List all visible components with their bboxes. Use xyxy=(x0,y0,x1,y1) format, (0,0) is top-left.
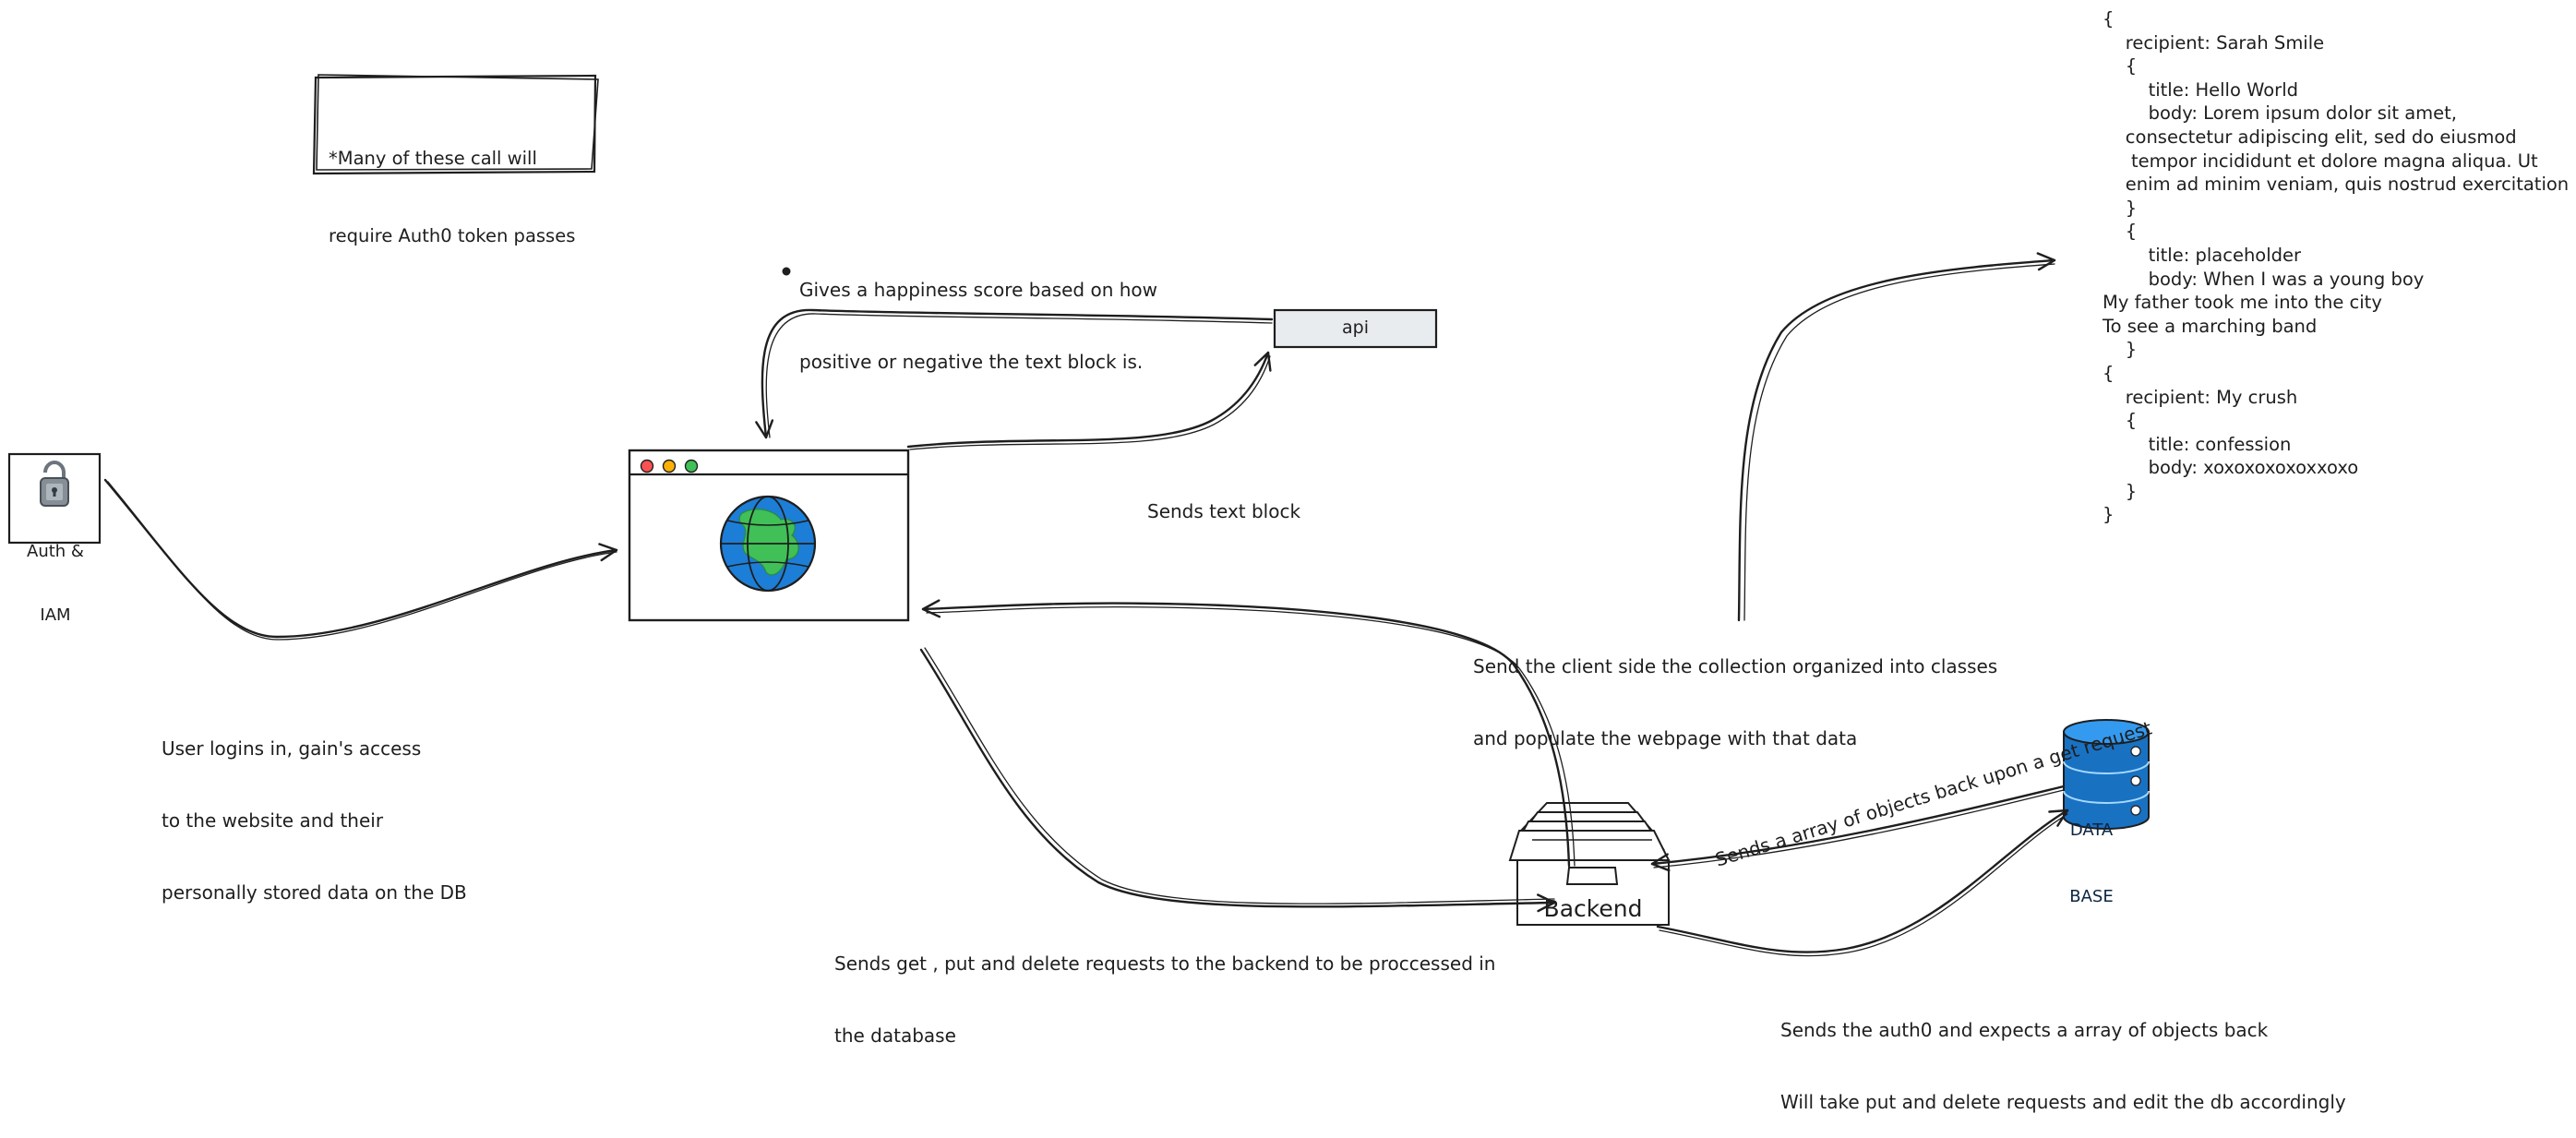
minimize-dot-icon xyxy=(662,459,677,473)
database-icon xyxy=(2063,719,2150,830)
code-line: { xyxy=(2103,8,2115,30)
bullet-dot-icon xyxy=(782,267,791,276)
code-line: body: Lorem ipsum dolor sit amet, xyxy=(2103,102,2457,125)
auth-label-line-2: IAM xyxy=(40,605,71,625)
arrow-browser-to-backend xyxy=(919,648,1556,913)
note-text: *Many of these call will require Auth0 t… xyxy=(329,94,575,275)
annotation-auth0-expects-line-2: Will take put and delete requests and ed… xyxy=(1780,1091,2346,1113)
arrow-browser-to-api xyxy=(906,351,1272,449)
code-line: } xyxy=(2103,197,2138,219)
code-line: { xyxy=(2103,221,2138,243)
db-label-line-1: DATA xyxy=(2069,821,2114,840)
code-line: } xyxy=(2103,339,2138,361)
annotation-happiness: Gives a happiness score based on how pos… xyxy=(799,230,1157,398)
maximize-dot-icon xyxy=(684,459,699,473)
lock-icon xyxy=(40,461,69,507)
code-line: body: When I was a young boy xyxy=(2103,268,2425,290)
code-line: title: confession xyxy=(2103,433,2292,455)
annotation-send-client: Send the client side the collection orga… xyxy=(1473,606,1997,774)
diagram-canvas xyxy=(7,74,2150,957)
code-line: title: placeholder xyxy=(2103,244,2302,266)
auth-label-line-1: Auth & xyxy=(27,542,84,561)
arrow-backend-to-browser xyxy=(921,599,1571,868)
browser-node[interactable] xyxy=(628,449,910,622)
code-line: consectetur adipiscing elit, sed do eius… xyxy=(2103,126,2517,148)
api-node-label: api xyxy=(1342,317,1369,338)
annotation-happiness-line-2: positive or negative the text block is. xyxy=(799,351,1144,373)
database-node-label: DATA BASE xyxy=(2064,775,2119,930)
close-dot-icon xyxy=(640,459,654,473)
code-line: { xyxy=(2103,55,2138,78)
arrow-api-to-browser xyxy=(755,308,1274,439)
note-line-2: require Auth0 token passes xyxy=(329,225,576,246)
auth-node[interactable] xyxy=(7,452,102,545)
arrow-backend-to-db xyxy=(1656,809,2069,953)
annotation-sends-text-block-line-1: Sends text block xyxy=(1147,500,1301,522)
annotation-send-client-line-1: Send the client side the collection orga… xyxy=(1473,655,1998,677)
arrow-db-to-backend xyxy=(1650,785,2066,872)
code-sample: { recipient: Sarah Smile { title: Hello … xyxy=(2103,7,2569,527)
auth-node-label: Auth & IAM xyxy=(9,498,102,647)
annotation-user-login-line-3: personally stored data on the DB xyxy=(162,881,467,904)
code-line: } xyxy=(2103,480,2138,502)
annotation-auth0-expects-line-1: Sends the auth0 and expects a array of o… xyxy=(1780,1019,2269,1041)
annotation-user-login: User logins in, gain's access to the web… xyxy=(162,689,467,928)
code-line: { xyxy=(2103,362,2115,384)
database-node[interactable] xyxy=(2063,719,2150,830)
annotation-user-login-line-2: to the website and their xyxy=(162,809,384,832)
code-line: recipient: Sarah Smile xyxy=(2103,31,2325,54)
backend-node[interactable] xyxy=(1508,802,1671,926)
annotation-happiness-line-1: Gives a happiness score based on how xyxy=(799,279,1158,301)
arrow-backend-to-client-data xyxy=(1737,252,2056,622)
api-node[interactable] xyxy=(1273,308,1438,349)
code-line: To see a marching band xyxy=(2103,315,2318,337)
code-line: title: Hello World xyxy=(2103,78,2298,101)
annotation-auth0-expects: Sends the auth0 and expects a array of o… xyxy=(1780,970,2346,1138)
code-line: recipient: My crush xyxy=(2103,386,2298,408)
globe-icon xyxy=(719,495,817,593)
code-line: My father took me into the city xyxy=(2103,292,2382,314)
backend-node-label: Backend xyxy=(1543,895,1643,922)
code-line: } xyxy=(2103,504,2115,526)
file-tray-icon xyxy=(1508,802,1671,926)
annotation-sends-text-block: Sends text block xyxy=(1147,451,1300,547)
note-line-1: *Many of these call will xyxy=(329,148,537,169)
annotation-get-put-delete: Sends get , put and delete requests to t… xyxy=(834,904,1495,1072)
code-line: tempor incididunt et dolore magna aliqua… xyxy=(2103,150,2538,172)
arrow-auth-to-browser xyxy=(103,478,618,639)
note-box xyxy=(312,74,599,175)
code-line: { xyxy=(2103,410,2138,432)
annotation-get-put-delete-line-2: the database xyxy=(834,1024,956,1047)
annotation-get-put-delete-line-1: Sends get , put and delete requests to t… xyxy=(834,952,1496,975)
code-line: enim ad minim veniam, quis nostrud exerc… xyxy=(2103,174,2570,196)
code-line: body: xoxoxoxoxoxxoxo xyxy=(2103,457,2359,479)
db-label-line-2: BASE xyxy=(2069,887,2114,906)
annotation-send-client-line-2: and populate the webpage with that data xyxy=(1473,727,1858,749)
annotation-user-login-line-1: User logins in, gain's access xyxy=(162,737,422,760)
